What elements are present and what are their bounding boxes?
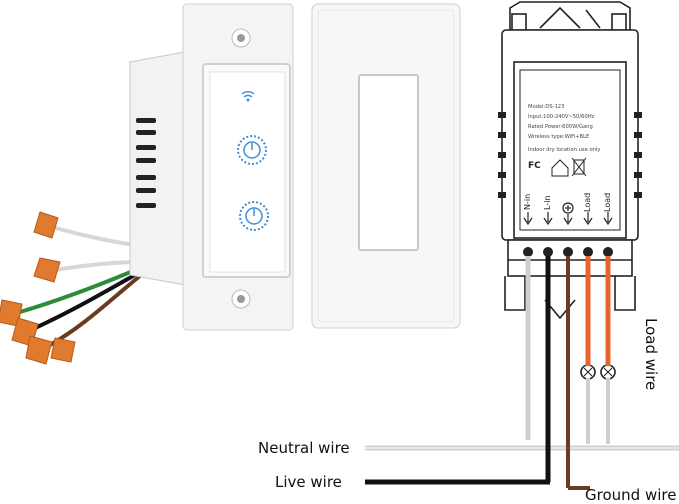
module-spec-line: Rated Power:600W/Gang — [528, 124, 593, 130]
wall-plate — [311, 3, 461, 329]
terminal-label: Load — [583, 192, 592, 212]
load-wire — [585, 256, 611, 444]
touch-button-icon — [239, 201, 269, 231]
module-spec-line: Indoor dry location use only — [528, 147, 601, 153]
live-wire-label: Live wire — [275, 473, 342, 491]
terminal-label: N-in — [523, 193, 532, 210]
smart-switch — [129, 3, 294, 331]
neutral-wire — [365, 256, 679, 451]
terminal-label: Load — [603, 192, 612, 212]
wire-nuts-and-leads — [0, 211, 142, 365]
module-spec-line: Model:DS-123 — [528, 104, 565, 110]
live-wire — [365, 256, 551, 485]
ground-wire — [566, 256, 590, 490]
module-spec-line: Wireless type:WiFi+BLE — [528, 134, 590, 140]
touch-button-icon — [237, 135, 267, 165]
fc-mark: FC — [528, 161, 541, 171]
neutral-wire-label: Neutral wire — [258, 439, 350, 457]
terminal-label: L-in — [543, 195, 552, 211]
load-wire-label: Load wire — [642, 318, 660, 391]
module-spec-line: Input:100-240V~50/60Hz — [528, 114, 595, 120]
ground-wire-label: Ground wire — [585, 486, 677, 504]
